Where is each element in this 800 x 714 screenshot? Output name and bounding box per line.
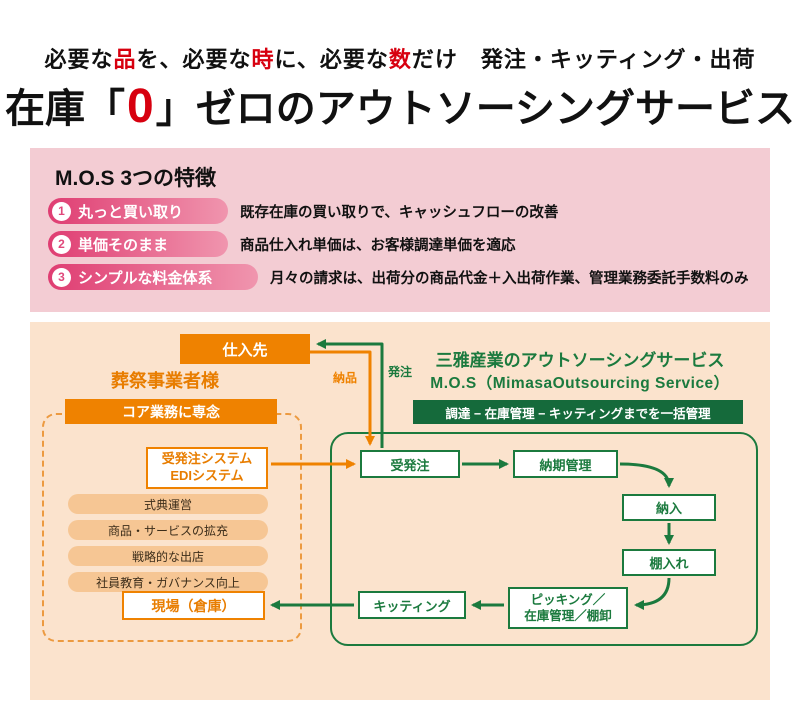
mos-banner: 調達 − 在庫管理 − キッティングまでを一括管理: [413, 400, 743, 424]
feature-row: 1 丸っと買い取り 既存在庫の買い取りで、キャッシュフローの改善: [48, 198, 558, 224]
headline-segment-red: 品: [113, 47, 137, 72]
mos-title-line1: 三雅産業のアウトソーシングサービス: [435, 351, 725, 370]
flow-box-picking: ピッキング／ 在庫管理／棚卸: [508, 587, 628, 629]
customer-section-title: 葬祭事業者様: [111, 371, 219, 391]
feature-description: 既存在庫の買い取りで、キャッシュフローの改善: [240, 204, 559, 221]
feature-pill: 2 単価そのまま: [48, 231, 228, 257]
headline-segment: に、必要な: [274, 47, 389, 72]
mos-title-line2: M.O.S（MimasaOutsourcing Service）: [430, 375, 730, 392]
feature-row: 3 シンプルな料金体系 月々の請求は、出荷分の商品代金＋入出荷作業、管理業務委託…: [48, 264, 749, 290]
feature-number-badge: 1: [52, 201, 71, 221]
flow-box-shelving: 棚入れ: [622, 549, 716, 576]
order-system-line2: EDIシステム: [170, 468, 244, 483]
headline: 必要な品を、必要な時に、必要な数だけ 発注・キッティング・出荷: [0, 42, 800, 74]
flow-box-picking-line1: ピッキング／: [530, 592, 606, 607]
feature-number-badge: 3: [52, 267, 71, 287]
customer-focus-pill: 戦略的な出店: [68, 546, 268, 566]
headline-segment: を、必要な: [136, 47, 252, 72]
headline-segment-red: 時: [251, 47, 275, 72]
feature-row: 2 単価そのまま 商品仕入れ単価は、お客様調達単価を適応: [48, 231, 516, 257]
flow-box-delivery-mgmt: 納期管理: [513, 450, 618, 478]
order-arrow-label: 発注: [388, 365, 413, 379]
outsourcing-diagram: 仕入先 納品 発注 葬祭事業者様 コア業務に専念 受発注システム EDIシステム…: [30, 322, 770, 700]
page-title: 在庫「0」ゼロのアウトソーシングサービス: [0, 76, 800, 134]
customer-focus-pill: 商品・サービスの拡充: [68, 520, 268, 540]
feature-number-badge: 2: [52, 234, 71, 254]
flow-box-order: 受発注: [360, 450, 460, 478]
feature-pill: 1 丸っと買い取り: [48, 198, 228, 224]
feature-description: 商品仕入れ単価は、お客様調達単価を適応: [240, 237, 516, 254]
flow-box-receiving: 納入: [622, 494, 716, 521]
mos-section-title: 三雅産業のアウトソーシングサービス M.O.S（MimasaOutsourcin…: [400, 346, 760, 393]
delivery-arrow-label: 納品: [333, 371, 358, 385]
core-business-box: コア業務に専念: [65, 399, 277, 424]
title-suffix: 」ゼロのアウトソーシングサービス: [155, 87, 795, 131]
features-heading: M.O.S 3つの特徴: [55, 167, 217, 190]
title-prefix: 在庫「: [5, 87, 126, 131]
feature-description: 月々の請求は、出荷分の商品代金＋入出荷作業、管理業務委託手数料のみ: [270, 270, 749, 287]
supplier-box: 仕入先: [180, 334, 310, 364]
customer-focus-pill: 社員教育・ガバナンス向上: [68, 572, 268, 592]
warehouse-site-box: 現場（倉庫）: [122, 591, 265, 620]
feature-label: 丸っと買い取り: [78, 203, 184, 221]
flow-box-picking-line2: 在庫管理／棚卸: [524, 609, 612, 623]
headline-segment-red: 数: [388, 47, 412, 72]
feature-label: 単価そのまま: [78, 236, 169, 254]
feature-pill: 3 シンプルな料金体系: [48, 264, 258, 290]
headline-segment: 必要な: [44, 47, 114, 72]
title-zero: 0: [127, 80, 154, 133]
arrow-delivery-supplier-to-order: [310, 350, 375, 446]
mos-flow-container: [330, 432, 758, 646]
flow-box-kitting: キッティング: [358, 591, 466, 619]
features-panel: M.O.S 3つの特徴 1 丸っと買い取り 既存在庫の買い取りで、キャッシュフロ…: [30, 148, 770, 312]
order-system-line1: 受発注システム: [161, 451, 253, 467]
customer-focus-pill: 式典運営: [68, 494, 268, 514]
order-system-box: 受発注システム EDIシステム: [146, 447, 268, 489]
feature-label: シンプルな料金体系: [78, 269, 213, 287]
headline-segment: だけ 発注・キッティング・出荷: [411, 47, 756, 72]
